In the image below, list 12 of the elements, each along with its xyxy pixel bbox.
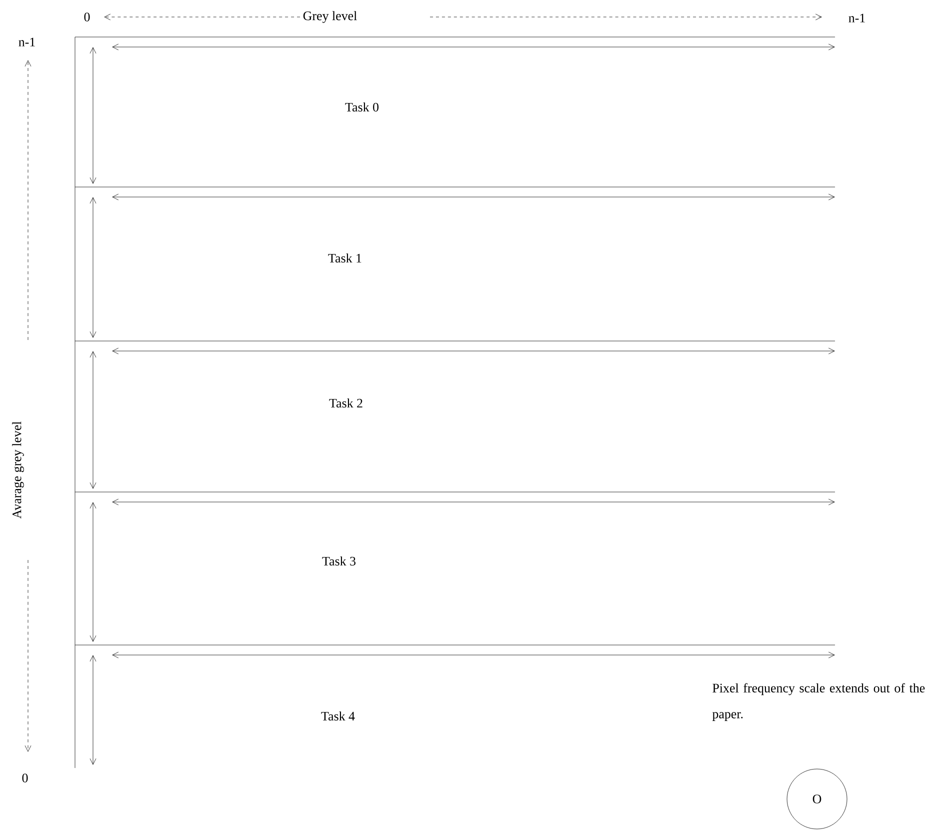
axis-label: 0 (20, 772, 30, 784)
task-label: Task 1 (328, 253, 362, 263)
axis-label: n-1 (17, 36, 37, 48)
axis-label: 0 (82, 12, 92, 22)
axis-label: Avarage grey level (11, 420, 25, 520)
task-label: Task 0 (345, 102, 378, 112)
note-text: Pixel frequency scale extends out of the paper. (712, 683, 925, 721)
axis-label: Grey level (302, 10, 358, 24)
task-label: Task 2 (329, 398, 362, 408)
axis-label: n-1 (847, 12, 867, 24)
task-label: Task 3 (322, 556, 356, 566)
task-label: Task 4 (321, 711, 355, 721)
